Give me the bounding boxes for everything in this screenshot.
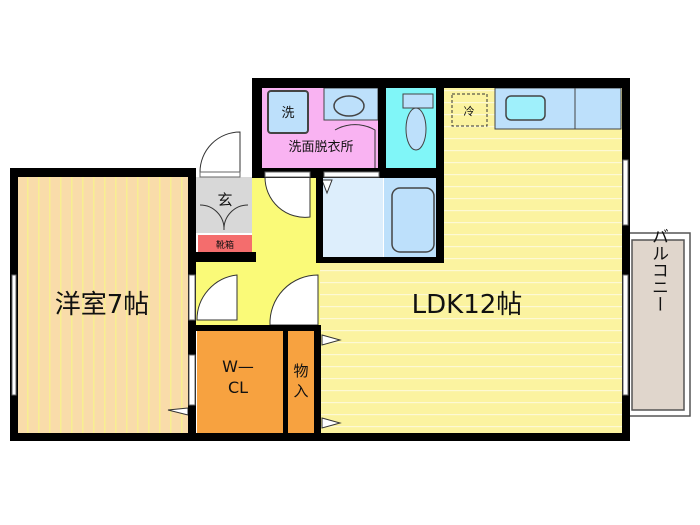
- washroom-label: 洗面脱衣所: [288, 139, 353, 155]
- western-room-label: 洋室7帖: [55, 290, 150, 320]
- toilet-tank-icon: [402, 93, 434, 109]
- walk-in-closet: [197, 330, 283, 433]
- washer-icon: [267, 90, 309, 134]
- toilet-icon: [405, 107, 427, 151]
- door-swings: [167, 124, 376, 429]
- closet-label-1: W—: [222, 357, 254, 376]
- sink-icon: [333, 95, 365, 117]
- balcony-label: バルコニー: [648, 228, 668, 313]
- ldk-label: LDK12帖: [412, 290, 523, 320]
- balcony: [627, 232, 691, 417]
- washer-label: 洗: [281, 106, 294, 121]
- shoe-box-label: 靴箱: [216, 239, 234, 251]
- closet-label-2: CL: [228, 378, 248, 397]
- windows: [11, 159, 629, 406]
- fridge-space: [451, 93, 488, 127]
- storage: [288, 330, 315, 433]
- western-room-floor: [18, 177, 192, 433]
- dressing-area: [323, 178, 383, 258]
- storage-label-1: 物: [293, 362, 308, 380]
- kitchen-sink-icon: [505, 95, 546, 121]
- shoe-box: [198, 235, 252, 252]
- bathtub-icon: [391, 187, 435, 253]
- storage-label-2: 入: [293, 382, 308, 400]
- fridge-label: 冷: [464, 105, 475, 118]
- entrance-floor: [196, 177, 252, 233]
- entrance-label: 玄: [217, 191, 232, 209]
